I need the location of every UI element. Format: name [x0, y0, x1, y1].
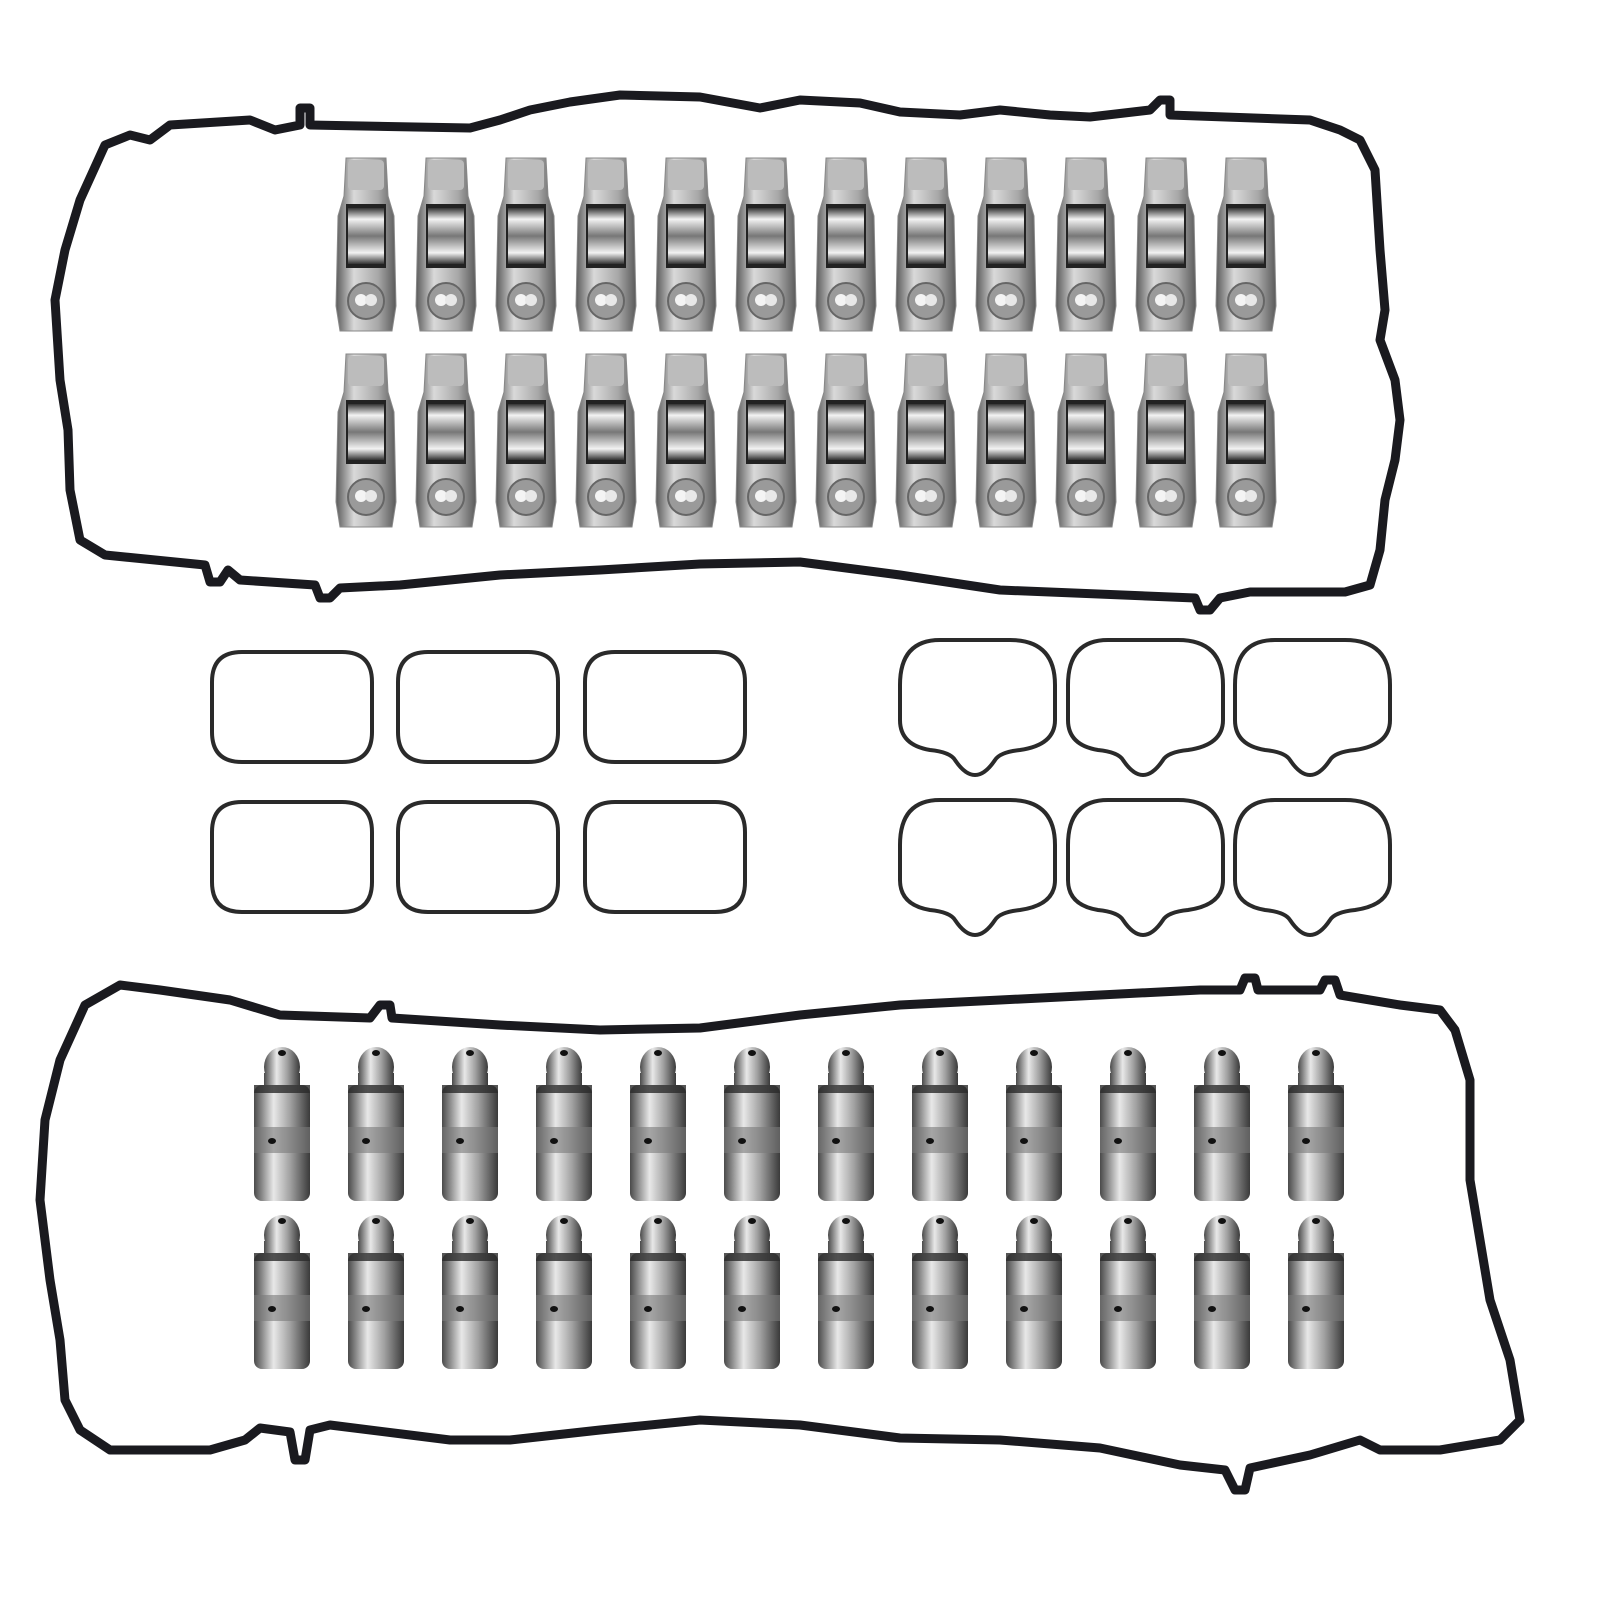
hydraulic-lifter: [1002, 1213, 1066, 1371]
hydraulic-lifter: [1190, 1213, 1254, 1371]
hydraulic-lifter: [344, 1213, 408, 1371]
hydraulic-lifter: [532, 1213, 596, 1371]
rect-gasket: [396, 800, 560, 914]
hydraulic-lifter: [344, 1045, 408, 1203]
rocker-arm: [814, 352, 878, 530]
hydraulic-lifter: [908, 1213, 972, 1371]
lobed-gasket: [1233, 638, 1392, 777]
rocker-arm: [1054, 352, 1118, 530]
lobed-gasket: [1233, 798, 1392, 937]
valve-cover-gasket-bottom: [35, 973, 1525, 1495]
rocker-arm: [1134, 156, 1198, 334]
rocker-arm: [414, 156, 478, 334]
rect-gasket: [583, 650, 747, 764]
hydraulic-lifter: [1096, 1045, 1160, 1203]
rect-gasket: [210, 800, 374, 914]
rocker-arms-grid: [334, 156, 1294, 548]
rocker-arm: [974, 352, 1038, 530]
rocker-arm: [1134, 352, 1198, 530]
hydraulic-lifter: [438, 1045, 502, 1203]
rocker-arm: [734, 156, 798, 334]
hydraulic-lifter: [1284, 1045, 1348, 1203]
hydraulic-lifter: [720, 1045, 784, 1203]
hydraulic-lifter: [250, 1045, 314, 1203]
hydraulic-lifter: [1096, 1213, 1160, 1371]
hydraulic-lifter: [908, 1045, 972, 1203]
hydraulic-lifter: [720, 1213, 784, 1371]
lobed-gasket: [1066, 798, 1225, 937]
rocker-arm: [574, 156, 638, 334]
rocker-arm: [334, 352, 398, 530]
lifters-grid: [250, 1045, 1378, 1381]
rocker-arm: [494, 156, 558, 334]
valve-cover-gasket-top: [50, 90, 1405, 615]
hydraulic-lifter: [438, 1213, 502, 1371]
rocker-arm: [974, 156, 1038, 334]
hydraulic-lifter: [626, 1045, 690, 1203]
hydraulic-lifter: [626, 1213, 690, 1371]
lobed-gasket: [1066, 638, 1225, 777]
hydraulic-lifter: [814, 1045, 878, 1203]
hydraulic-lifter: [814, 1213, 878, 1371]
rocker-arm: [894, 156, 958, 334]
rocker-arm: [494, 352, 558, 530]
rect-gasket: [210, 650, 374, 764]
rocker-arm: [654, 156, 718, 334]
intake-gaskets-lobed: [898, 638, 1392, 937]
rocker-arm: [654, 352, 718, 530]
intake-gaskets-rectangular: [210, 650, 747, 914]
hydraulic-lifter: [1190, 1045, 1254, 1203]
rocker-arm: [734, 352, 798, 530]
hydraulic-lifter: [250, 1213, 314, 1371]
rocker-arm: [574, 352, 638, 530]
hydraulic-lifter: [1284, 1213, 1348, 1371]
rocker-arm: [334, 156, 398, 334]
hydraulic-lifter: [532, 1045, 596, 1203]
rocker-arm: [894, 352, 958, 530]
rocker-arm: [1214, 352, 1278, 530]
hydraulic-lifter: [1002, 1045, 1066, 1203]
rocker-arm: [1054, 156, 1118, 334]
rect-gasket: [583, 800, 747, 914]
rect-gasket: [396, 650, 560, 764]
rocker-arm: [414, 352, 478, 530]
lobed-gasket: [898, 798, 1057, 937]
lobed-gasket: [898, 638, 1057, 777]
rocker-arm: [814, 156, 878, 334]
rocker-arm: [1214, 156, 1278, 334]
